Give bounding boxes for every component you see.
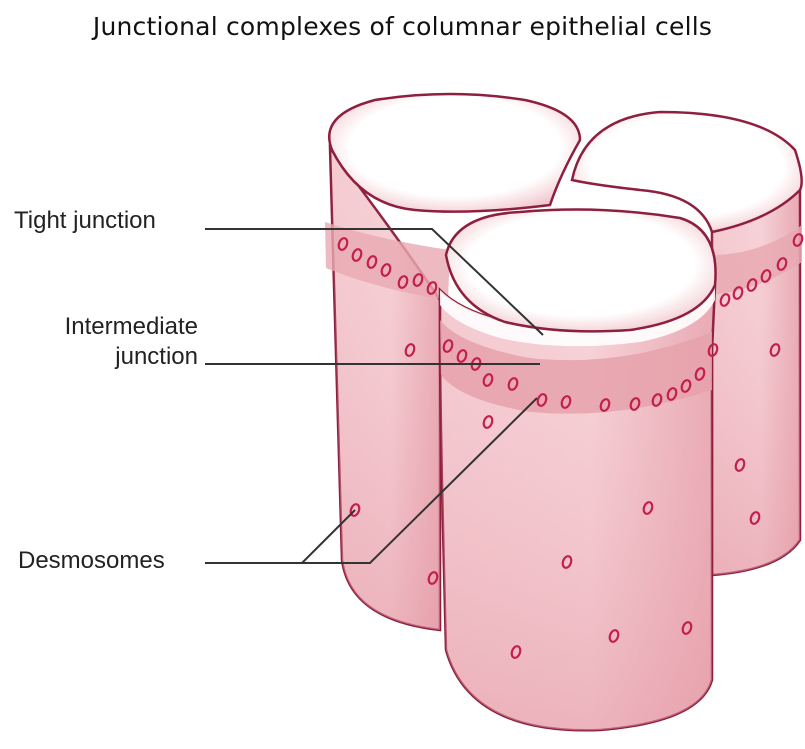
label-tight-junction: Tight junction: [14, 206, 156, 236]
cell-front-top: [446, 210, 716, 332]
cell-front: [440, 210, 716, 731]
label-intermediate-line2: junction: [0, 342, 198, 372]
label-desmosomes: Desmosomes: [18, 546, 165, 576]
label-intermediate-junction: Intermediate junction: [0, 312, 198, 372]
label-intermediate-line1: Intermediate: [0, 312, 198, 342]
desmosomes-leader-left: [205, 510, 355, 563]
cell-back-left-top: [329, 94, 580, 212]
